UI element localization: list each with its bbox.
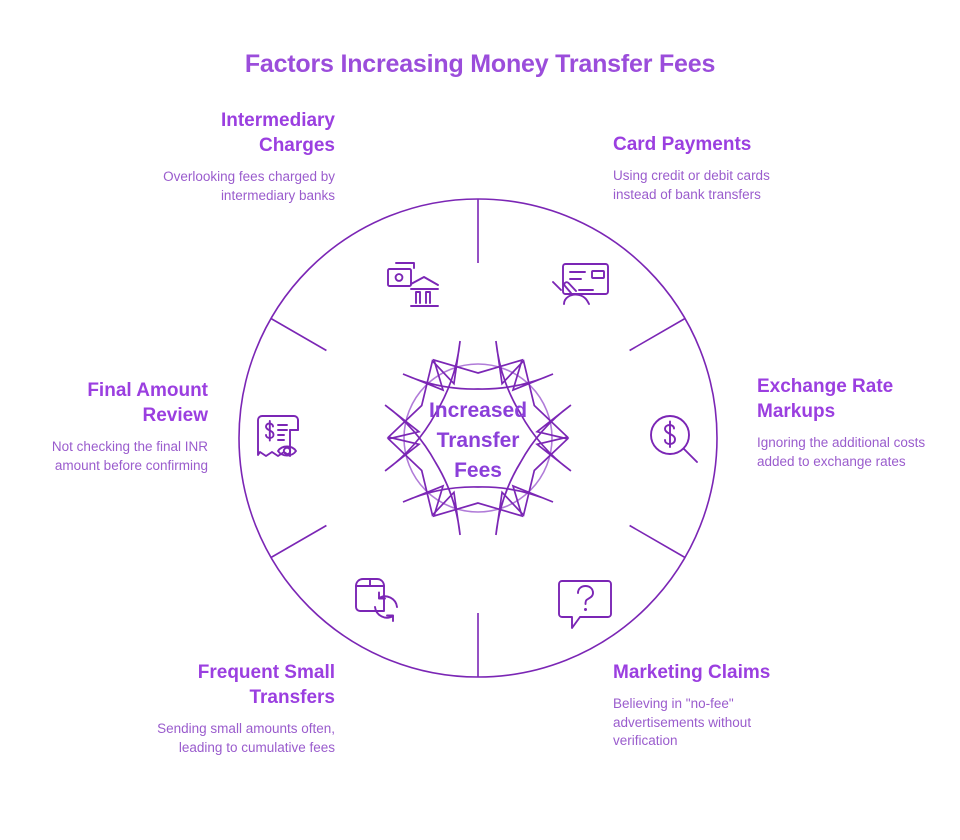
- credit-card-hand-icon: [552, 263, 609, 305]
- factor-description: Overlooking fees charged by intermediary…: [163, 169, 335, 203]
- segment-dividers: [270, 199, 686, 677]
- bank-money-icon: [387, 262, 439, 307]
- factor-title: Final Amount Review: [87, 380, 208, 426]
- receipt-eye-icon: [257, 415, 299, 457]
- inner-circle: [403, 363, 553, 513]
- factor-title: Marketing Claims: [613, 662, 771, 683]
- factor-label-frequent-small-transfers: Frequent Small Transfers Sending small a…: [150, 660, 335, 757]
- factor-label-marketing-claims: Marketing Claims Believing in "no-fee" a…: [613, 660, 793, 751]
- factor-label-final-amount-review: Final Amount Review Not checking the fin…: [35, 378, 208, 475]
- factor-description: Not checking the final INR amount before…: [51, 439, 208, 473]
- factor-description: Believing in "no-fee" advertisements wit…: [613, 696, 752, 748]
- factor-label-exchange-rate-markups: Exchange Rate Markups Ignoring the addit…: [757, 374, 942, 471]
- factor-description: Ignoring the additional costs added to e…: [757, 435, 926, 469]
- factor-description: Sending small amounts often, leading to …: [157, 721, 335, 755]
- factor-title: Frequent Small Transfers: [197, 662, 335, 708]
- factor-title: Exchange Rate Markups: [757, 376, 894, 422]
- dollar-magnifier-icon: [650, 415, 698, 463]
- factors-wheel-diagram: [238, 198, 718, 678]
- outer-circle: [238, 198, 718, 678]
- factor-label-intermediary-charges: Intermediary Charges Overlooking fees ch…: [140, 108, 335, 205]
- page-title: Factors Increasing Money Transfer Fees: [244, 50, 716, 78]
- factor-title: Intermediary Charges: [220, 110, 335, 156]
- package-refresh-icon: [355, 578, 398, 622]
- factor-label-card-payments: Card Payments Using credit or debit card…: [613, 132, 813, 204]
- factor-title: Card Payments: [613, 134, 752, 155]
- factor-description: Using credit or debit cards instead of b…: [613, 168, 770, 202]
- question-speech-bubble-icon: [558, 580, 612, 629]
